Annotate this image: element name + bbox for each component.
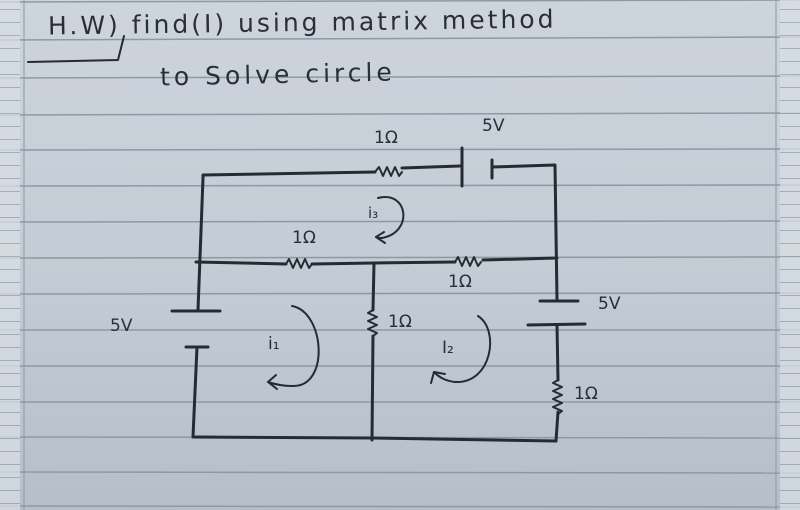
loop-current-2-label: I₂ — [442, 338, 454, 358]
top-resistor-label: 1Ω — [374, 128, 398, 148]
right-battery-label: 5V — [598, 294, 621, 314]
loop-2-arrowhead — [430, 371, 446, 384]
left-wire-upper — [196, 176, 205, 312]
middle-left-resistor-zigzag — [285, 258, 313, 269]
center-wire-upper — [371, 261, 376, 312]
right-wire-lower — [555, 323, 560, 382]
loop-3-arrow — [375, 196, 405, 239]
bottom-wire — [191, 435, 558, 443]
loop-3-arrowhead — [375, 231, 386, 244]
top-wire — [201, 170, 377, 180]
top-battery-label: 5V — [482, 116, 505, 136]
top-wire-right — [490, 163, 559, 302]
center-resistor-label: 1Ω — [388, 312, 412, 332]
top-wire-mid — [400, 164, 462, 170]
center-resistor-zigzag — [367, 309, 378, 337]
middle-left-resistor-label: 1Ω — [292, 228, 316, 248]
middle-wire-right — [481, 256, 559, 262]
loop-current-1-label: i₁ — [268, 334, 280, 354]
loop-1-arrowhead — [267, 374, 278, 390]
left-binding-margin — [0, 0, 20, 510]
middle-wire-left — [194, 260, 288, 266]
loop-2-arrow — [433, 315, 492, 384]
right-binding-margin — [780, 0, 800, 510]
top-resistor-zigzag — [374, 166, 403, 177]
middle-right-resistor-zigzag — [454, 256, 482, 267]
left-wire-lower — [191, 345, 199, 439]
middle-wire-center — [310, 260, 457, 266]
assignment-title-line-2: to Solve circle — [159, 57, 397, 92]
loop-current-3-label: i₃ — [368, 204, 379, 222]
title-underline — [27, 35, 125, 63]
left-battery-label: 5V — [110, 316, 133, 336]
middle-right-resistor-label: 1Ω — [448, 272, 472, 292]
right-resistor-label: 1Ω — [574, 384, 598, 404]
right-wire-bottom — [554, 410, 560, 443]
center-wire-lower — [370, 334, 375, 442]
right-resistor-zigzag — [552, 379, 563, 415]
loop-1-arrow — [267, 305, 320, 388]
